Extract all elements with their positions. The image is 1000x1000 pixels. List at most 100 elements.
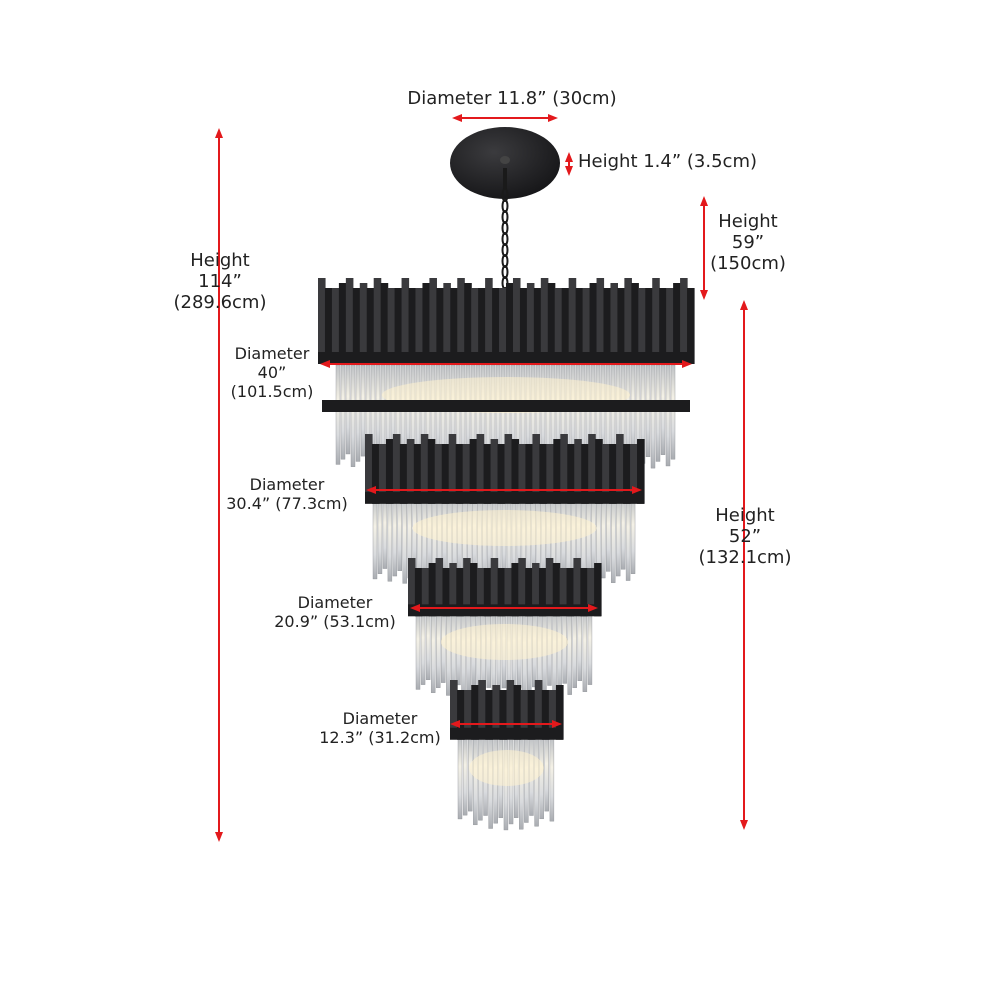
- fixture-tier-3: [408, 558, 602, 701]
- metal-rod: [541, 690, 550, 740]
- metal-rod: [504, 568, 512, 609]
- metal-rod: [443, 283, 451, 356]
- tier1-title: Diameter: [234, 344, 310, 363]
- metal-rod: [408, 558, 416, 609]
- crystal-prism: [630, 497, 636, 574]
- fixture-tier-1: [318, 278, 695, 479]
- metal-rod: [497, 568, 506, 617]
- metal-rod: [520, 690, 529, 732]
- metal-rod: [553, 439, 561, 504]
- metal-rod: [324, 288, 333, 364]
- hanging-chain: [501, 168, 509, 301]
- metal-rod: [525, 568, 533, 617]
- metal-rod: [574, 439, 582, 496]
- metal-rod: [352, 288, 361, 364]
- canopy-diameter-label: Diameter 11.8” (30cm): [407, 88, 617, 109]
- metal-rod: [575, 288, 584, 364]
- metal-ring: [450, 727, 563, 740]
- metal-rod: [499, 288, 507, 356]
- metal-rod: [624, 278, 632, 356]
- metal-rod: [464, 283, 472, 364]
- tier4-diameter-arrow: [450, 720, 562, 728]
- metal-rod: [483, 568, 492, 617]
- metal-rod: [428, 563, 437, 617]
- metal-rod: [631, 283, 639, 364]
- metal-rod: [448, 434, 457, 496]
- crystal-prism: [457, 737, 463, 820]
- metal-rod: [490, 558, 499, 609]
- light-glow: [469, 750, 544, 786]
- metal-rod: [434, 444, 443, 496]
- tier1-diameter-label: Diameter 40” (101.5cm): [222, 344, 322, 402]
- metal-rod: [525, 444, 533, 504]
- chain-height-cm: (150cm): [710, 253, 786, 275]
- metal-rod: [687, 288, 695, 364]
- metal-rod: [561, 288, 570, 364]
- light-glow: [412, 510, 597, 546]
- metal-rod: [666, 288, 674, 356]
- tier3-title: Diameter: [297, 593, 373, 612]
- metal-rod: [589, 283, 598, 364]
- metal-rod: [582, 288, 591, 356]
- body-height-cm: (132.1cm): [698, 547, 792, 569]
- metal-rod: [457, 690, 465, 740]
- metal-rod: [538, 568, 547, 617]
- metal-rod: [527, 690, 536, 740]
- crystal-prism: [655, 364, 661, 462]
- crystal-prism: [610, 497, 616, 583]
- metal-rod: [406, 439, 415, 496]
- metal-rod: [560, 434, 568, 496]
- metal-rod: [623, 444, 631, 504]
- metal-rod: [595, 439, 603, 504]
- metal-rod: [540, 278, 549, 356]
- crystal-prism: [372, 497, 378, 580]
- crystal-prism: [420, 611, 426, 685]
- metal-rod: [485, 690, 493, 740]
- crystal-prism: [436, 611, 441, 688]
- metal-rod: [471, 288, 479, 356]
- dimension-arrows: [215, 114, 748, 842]
- metal-rod: [596, 278, 605, 356]
- metal-rod: [338, 283, 347, 364]
- canopy-height-arrow: [565, 152, 573, 176]
- crystal-prism: [468, 737, 473, 812]
- metal-rod: [380, 283, 389, 364]
- metal-rod: [580, 568, 588, 617]
- crystal-prism: [582, 611, 588, 692]
- crystal-prism: [473, 737, 478, 826]
- crystal-prism: [430, 611, 436, 693]
- tier2-title: Diameter: [249, 475, 325, 494]
- metal-rod: [610, 283, 619, 356]
- metal-rod: [318, 278, 326, 356]
- crystal-prism: [587, 611, 593, 685]
- metal-rod: [359, 283, 368, 356]
- tier3-diameter-label: Diameter 20.9” (53.1cm): [260, 593, 410, 632]
- metal-rod: [680, 278, 688, 356]
- metal-rod: [427, 439, 436, 504]
- tier1-inches: 40”: [257, 362, 287, 382]
- metal-rod: [450, 288, 458, 364]
- metal-rod: [566, 568, 575, 617]
- metal-rod: [469, 439, 478, 504]
- metal-rod: [588, 434, 596, 496]
- metal-rod: [554, 288, 563, 356]
- metal-rod: [546, 444, 554, 496]
- metal-rod: [413, 444, 422, 504]
- metal-ring: [408, 604, 601, 617]
- crystal-prism: [446, 611, 451, 696]
- crystal-prism: [335, 364, 341, 465]
- metal-rod: [497, 444, 506, 504]
- metal-rod: [534, 680, 543, 732]
- metal-rod: [385, 439, 394, 504]
- crystal-prism: [355, 364, 361, 462]
- metal-rod: [420, 434, 429, 496]
- canopy: [450, 127, 560, 199]
- metal-ring: [365, 491, 644, 504]
- body-height-arrow: [740, 300, 748, 830]
- metal-rod: [511, 439, 520, 504]
- metal-rod: [552, 563, 561, 617]
- crystal-prism: [534, 737, 539, 827]
- overall-height-cm: (289.6cm): [173, 292, 267, 314]
- metal-rod: [365, 434, 373, 496]
